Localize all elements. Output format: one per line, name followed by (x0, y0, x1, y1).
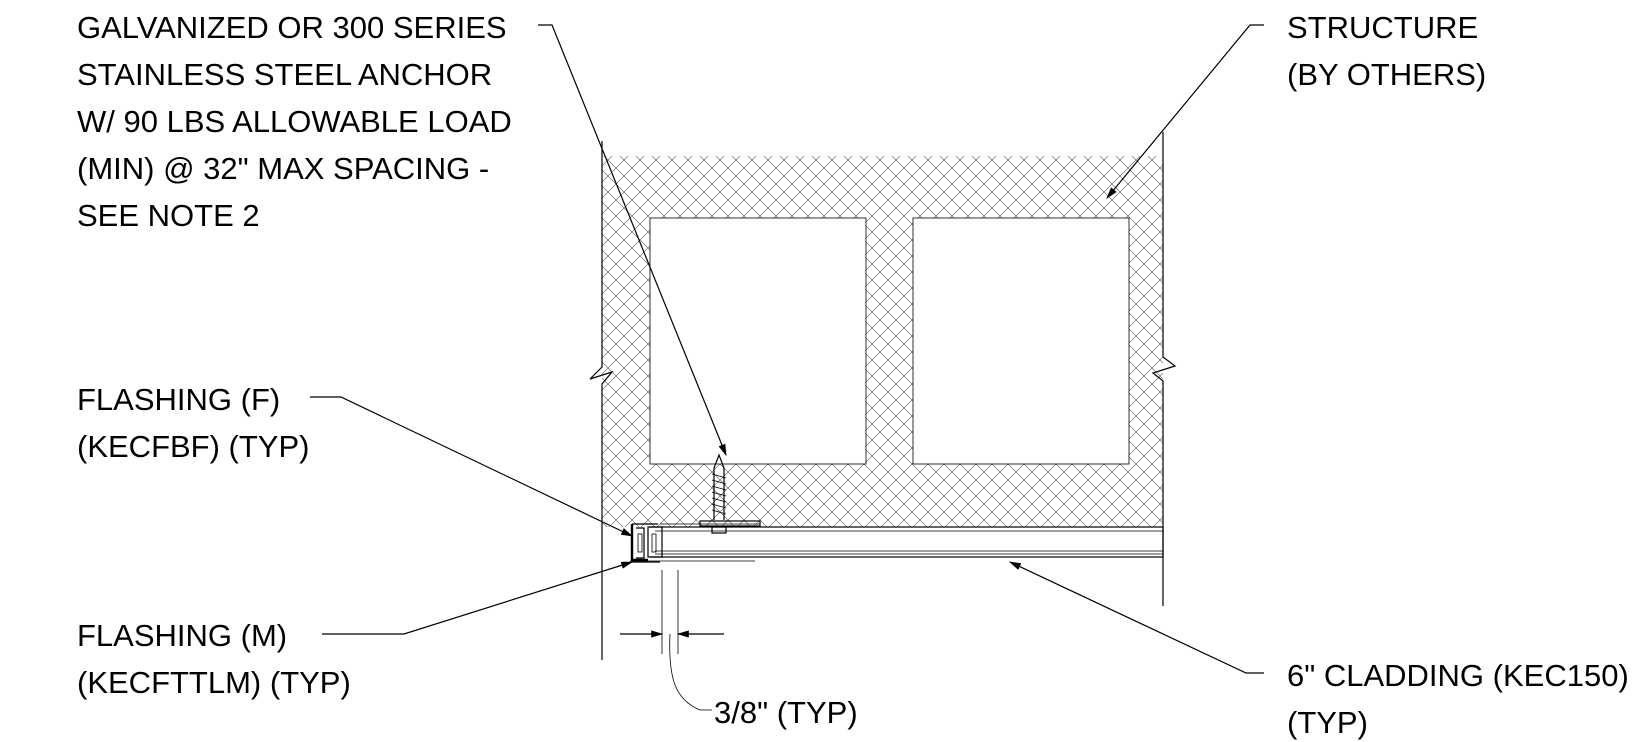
break-line-right (1151, 132, 1177, 606)
note-flashing-f: FLASHING (F) (KECFBF) (TYP) (77, 382, 310, 464)
structure-block (602, 156, 1163, 527)
note-structure: STRUCTURE (BY OTHERS) (1287, 10, 1487, 92)
note-flashing-m: FLASHING (M) (KECFTTLM) (TYP) (77, 618, 351, 700)
leader-structure (1106, 24, 1264, 199)
note-cladding: 6" CLADDING (KEC150) (TYP) (1287, 658, 1637, 740)
leader-anchor (538, 24, 727, 457)
dimension-label: 3/8" (TYP) (714, 695, 858, 730)
core-right (912, 217, 1130, 465)
leader-flashing-m (322, 561, 634, 635)
leader-flashing-f (310, 396, 634, 537)
cladding-panel (630, 523, 1164, 562)
core-left (649, 217, 867, 465)
dimension-3-8 (620, 570, 724, 711)
break-line-left (589, 141, 614, 660)
note-anchor: GALVANIZED OR 300 SERIES STAINLESS STEEL… (77, 10, 520, 233)
leader-cladding (1008, 561, 1264, 674)
flashing-trim (630, 523, 663, 563)
